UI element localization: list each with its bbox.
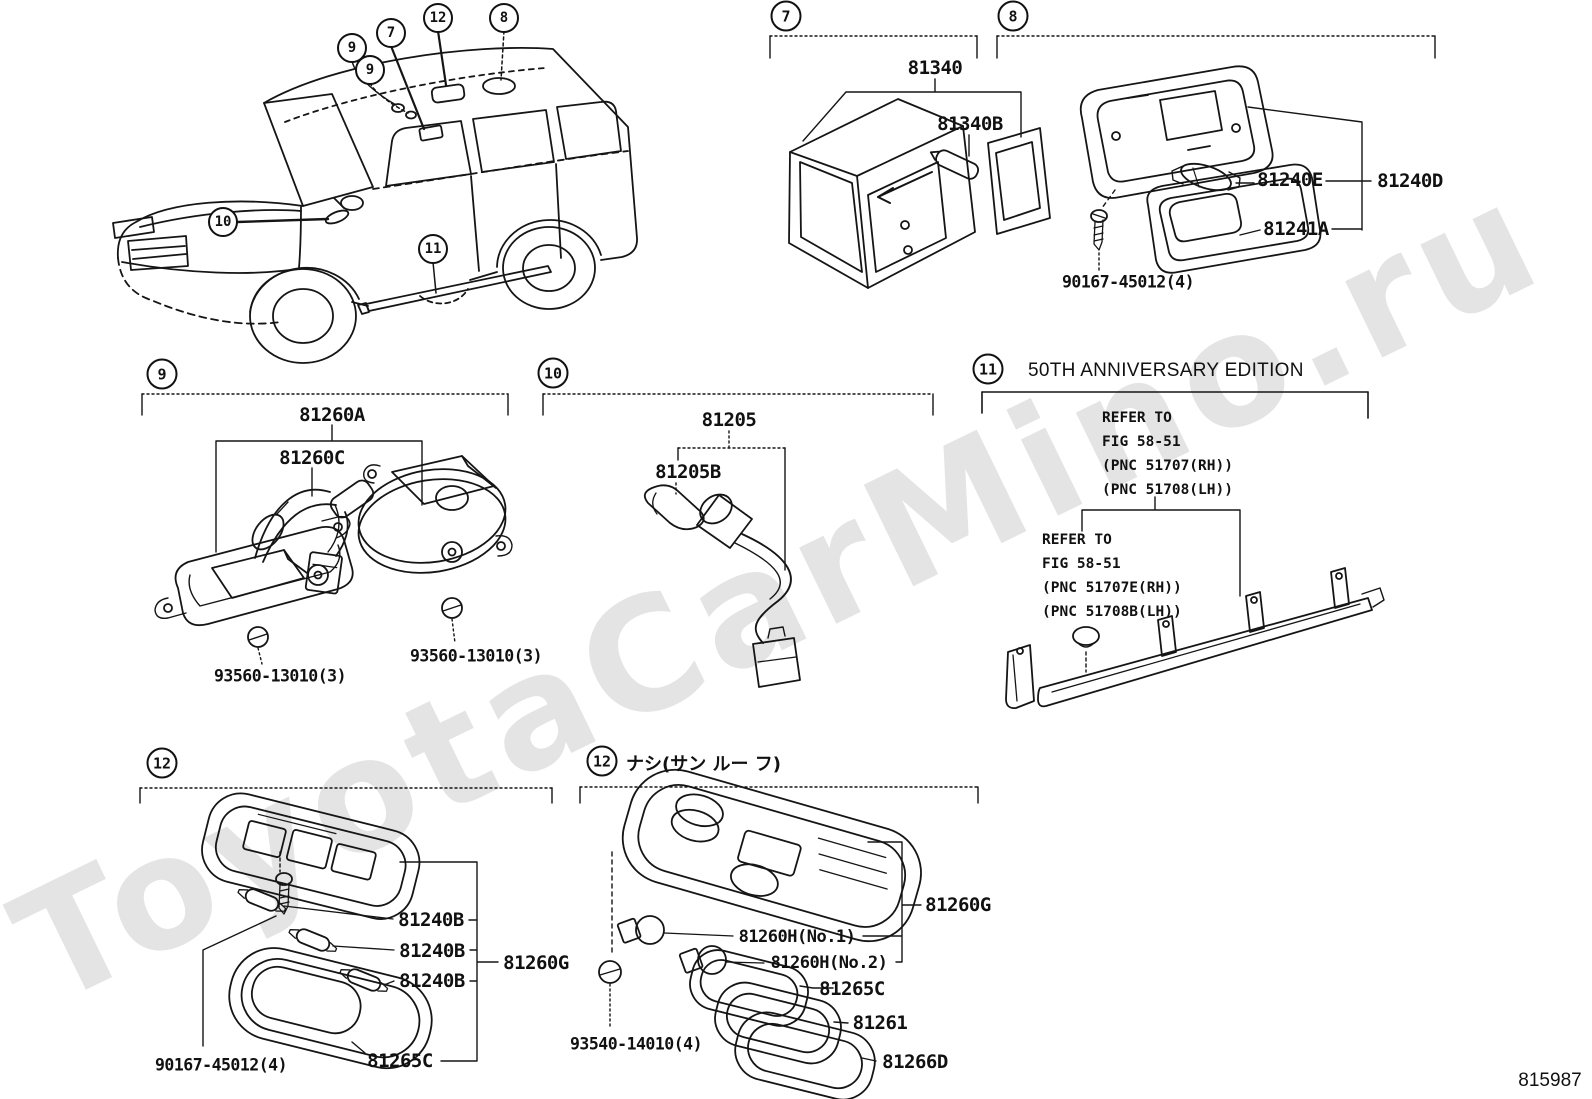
refer-1-line-4: (PNC 51708(LH)) bbox=[1102, 482, 1233, 498]
part-label-screw-90167-left: 90167-45012(4) bbox=[154, 1055, 288, 1075]
refer-block-1: REFER TO FIG 58-51 (PNC 51707(RH)) (PNC … bbox=[1102, 406, 1233, 502]
refer-block-2: REFER TO FIG 58-51 (PNC 51707E(RH)) (PNC… bbox=[1042, 528, 1182, 624]
car-drawing bbox=[112, 29, 638, 364]
part-label-81241a: 81241A bbox=[1263, 218, 1329, 240]
part-label-81340b: 81340B bbox=[937, 113, 1003, 135]
refer-1-line-2: FIG 58-51 bbox=[1102, 434, 1181, 450]
part-label-screw-93560-2: 93560-13010(3) bbox=[409, 646, 543, 666]
car-callout-12: 12 bbox=[423, 3, 453, 33]
car-callout-9b: 9 bbox=[355, 55, 385, 85]
refer-2-line-1: REFER TO bbox=[1042, 532, 1112, 548]
car-callout-11: 11 bbox=[418, 234, 448, 264]
part-label-81260h-no2: 81260H(No.2) bbox=[770, 953, 888, 973]
section-10-art bbox=[542, 393, 934, 688]
refer-2-line-4: (PNC 51708B(LH)) bbox=[1042, 604, 1182, 620]
section-7-callout: 7 bbox=[770, 0, 802, 32]
part-label-81240b-2: 81240B bbox=[399, 940, 465, 962]
refer-2-line-2: FIG 58-51 bbox=[1042, 556, 1121, 572]
car-callout-9a: 9 bbox=[337, 33, 367, 63]
part-label-81205: 81205 bbox=[701, 409, 757, 431]
part-label-81265c-left: 81265C bbox=[367, 1050, 433, 1072]
car-callout-8: 8 bbox=[489, 3, 519, 33]
part-label-81205b: 81205B bbox=[655, 461, 721, 483]
section-12a-art bbox=[139, 787, 553, 1070]
section-8-callout: 8 bbox=[997, 0, 1029, 32]
part-label-screw-90167: 90167-45012(4) bbox=[1061, 272, 1195, 292]
part-label-81240e: 81240E bbox=[1257, 169, 1323, 191]
refer-1-line-3: (PNC 51707(RH)) bbox=[1102, 458, 1233, 474]
part-label-81340: 81340 bbox=[907, 57, 963, 79]
part-label-81260a: 81260A bbox=[299, 404, 365, 426]
car-callout-10: 10 bbox=[208, 207, 238, 237]
section-11-art bbox=[981, 391, 1385, 709]
section-11-callout: 11 bbox=[972, 353, 1004, 385]
anniversary-edition-title: 50TH ANNIVERSARY EDITION bbox=[1028, 360, 1304, 381]
figure-number: 815987 bbox=[1518, 1070, 1582, 1091]
part-label-81260g-right: 81260G bbox=[925, 894, 991, 916]
part-label-81260h-no1: 81260H(No.1) bbox=[738, 927, 856, 947]
section-9-callout: 9 bbox=[146, 358, 178, 390]
section-12b-art bbox=[579, 768, 979, 1099]
part-label-81261: 81261 bbox=[852, 1012, 908, 1034]
no-sunroof-note: ナシ(サン ルー フ) bbox=[626, 754, 781, 775]
refer-1-line-1: REFER TO bbox=[1102, 410, 1172, 426]
section-8-art bbox=[996, 35, 1436, 274]
section-9-art bbox=[141, 393, 513, 665]
part-label-screw-93540: 93540-14010(4) bbox=[569, 1034, 703, 1054]
section-12b-callout: 12 bbox=[586, 745, 618, 777]
car-callout-7: 7 bbox=[376, 18, 406, 48]
part-label-81260g-left: 81260G bbox=[503, 952, 569, 974]
part-label-screw-93560-1: 93560-13010(3) bbox=[213, 666, 347, 686]
part-label-81240b-3: 81240B bbox=[399, 970, 465, 992]
section-12a-callout: 12 bbox=[146, 747, 178, 779]
part-label-81240d: 81240D bbox=[1377, 170, 1443, 192]
part-label-81260c: 81260C bbox=[279, 447, 345, 469]
section-7-art bbox=[769, 35, 1051, 289]
part-label-81265c-right: 81265C bbox=[819, 978, 885, 1000]
part-label-81240b-1: 81240B bbox=[398, 909, 464, 931]
part-label-81266d: 81266D bbox=[882, 1051, 948, 1073]
refer-2-line-3: (PNC 51707E(RH)) bbox=[1042, 580, 1182, 596]
section-10-callout: 10 bbox=[537, 357, 569, 389]
